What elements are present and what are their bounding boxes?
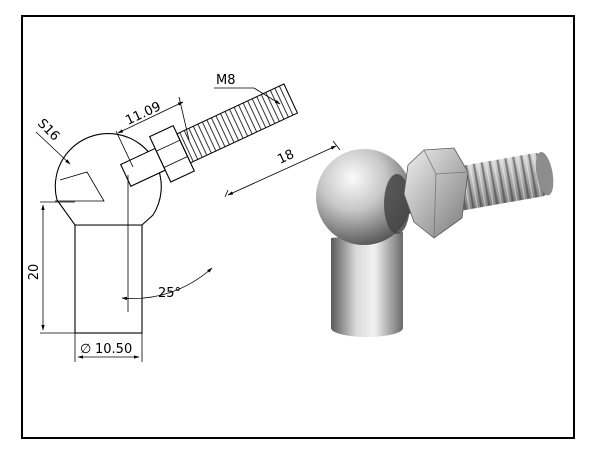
offset-dimension-line: [117, 101, 184, 134]
threaded-shank-outline: [176, 83, 299, 164]
height-label: 20: [27, 264, 42, 281]
diameter-label: 10.50: [95, 342, 132, 357]
socket-body-outline: [74, 224, 143, 334]
3d-socket-body: [331, 232, 403, 337]
ball-cut-lines: [55, 171, 105, 202]
angle-arc: [121, 267, 213, 301]
diameter-symbol: ∅: [80, 342, 91, 357]
3d-hex-nut: [403, 147, 469, 239]
socket-ball-outline: [54, 133, 162, 226]
thread-callout-label: M8: [216, 73, 236, 88]
angled-stud: [119, 83, 299, 187]
2d-view: 20 ∅ 10.50 S16 11.09 18 M8 25°: [27, 73, 341, 362]
3d-threaded-stud: [445, 152, 548, 212]
3d-render: [316, 147, 554, 337]
socket-size-leader: [35, 131, 71, 165]
thread-length-dimension-line: [227, 145, 337, 196]
thread-length-label: 18: [275, 147, 296, 168]
angle-label: 25°: [158, 286, 181, 301]
